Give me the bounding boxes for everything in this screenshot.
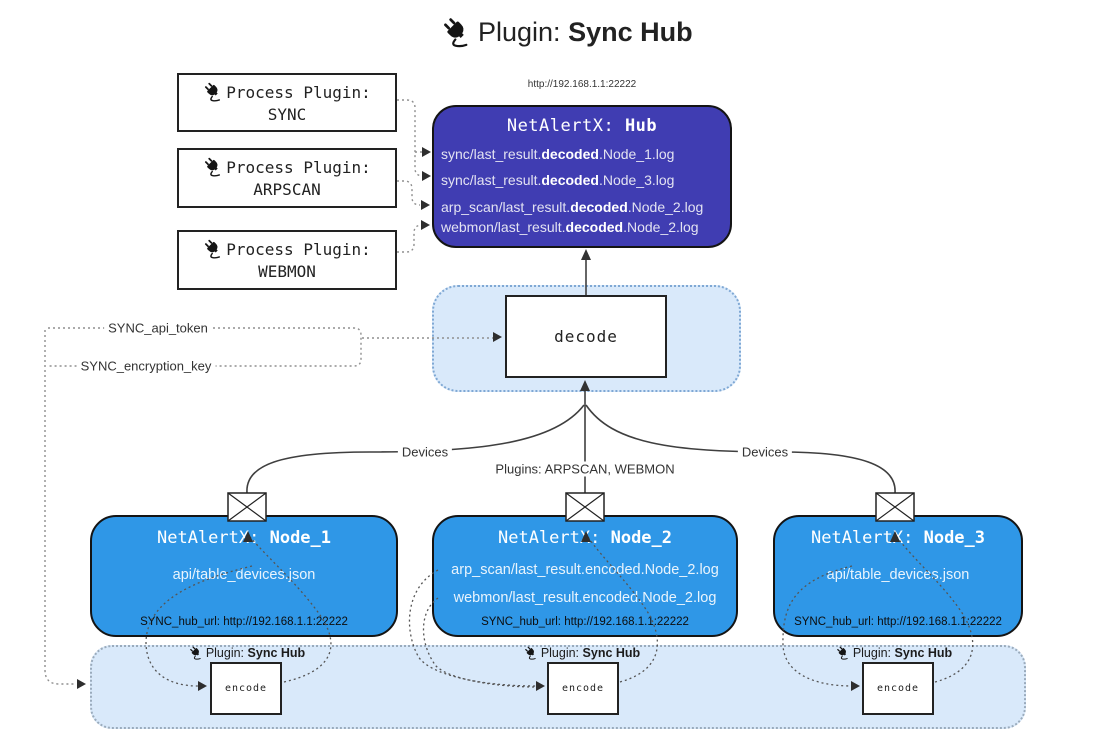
process-plugin-label: Process Plugin: — [226, 157, 371, 177]
hub-box: NetAlertX: Hub sync/last_result.decoded.… — [432, 105, 732, 248]
node-3-box: NetAlertX: Node_3 api/table_devices.json… — [773, 515, 1023, 637]
hub-log-line: sync/last_result.decoded.Node_3.log — [441, 172, 675, 188]
process-plugin-sync: Process Plugin: SYNC — [177, 73, 397, 132]
hub-log-line: arp_scan/last_result.decoded.Node_2.log — [441, 199, 704, 215]
node-file: arp_scan/last_result.encoded.Node_2.log — [451, 562, 719, 578]
node-hub-url: SYNC_hub_url: http://192.168.1.1:22222 — [140, 616, 348, 628]
encode-box-3: encode — [862, 662, 934, 715]
page-title: Plugin: Sync Hub — [441, 17, 693, 48]
hub-log-line: sync/last_result.decoded.Node_1.log — [441, 146, 675, 162]
hub-log-line: webmon/last_result.decoded.Node_2.log — [441, 219, 699, 235]
plugins-label: Plugins: ARPSCAN, WEBMON — [491, 461, 679, 477]
decode-box: decode — [505, 295, 667, 378]
process-plugin-name: SYNC — [267, 105, 307, 124]
node-hub-url: SYNC_hub_url: http://192.168.1.1:22222 — [794, 616, 1002, 628]
node-file: api/table_devices.json — [172, 567, 316, 583]
plug-icon — [524, 646, 538, 660]
title-name: Sync Hub — [568, 17, 693, 47]
process-plugin-label: Process Plugin: — [226, 239, 371, 259]
node-title: NetAlertX: Node_3 — [810, 528, 986, 548]
encode-plugin-label-2: Plugin: Sync Hub — [524, 646, 640, 660]
process-plugin-name: ARPSCAN — [253, 180, 321, 199]
sync-api-token-label: SYNC_api_token — [104, 320, 212, 336]
process-plugin-name: WEBMON — [258, 262, 316, 281]
process-plugin-label: Process Plugin: — [226, 82, 371, 102]
node-file: webmon/last_result.encoded.Node_2.log — [453, 590, 717, 606]
plug-icon — [203, 239, 223, 259]
devices-label-right: Devices — [737, 444, 793, 460]
node-1-box: NetAlertX: Node_1 api/table_devices.json… — [90, 515, 398, 637]
title-prefix: Plugin: — [478, 17, 561, 47]
plug-icon — [836, 646, 850, 660]
process-plugin-arpscan: Process Plugin: ARPSCAN — [177, 148, 397, 208]
node-file: api/table_devices.json — [826, 567, 970, 583]
plug-icon — [189, 646, 203, 660]
node-title: NetAlertX: Node_1 — [156, 528, 332, 548]
devices-label-left: Devices — [397, 444, 453, 460]
node-2-box: NetAlertX: Node_2 arp_scan/last_result.e… — [432, 515, 738, 637]
hub-title: NetAlertX: Hub — [506, 116, 658, 136]
process-plugin-webmon: Process Plugin: WEBMON — [177, 230, 397, 290]
plug-icon — [203, 82, 223, 102]
sync-encryption-key-label: SYNC_encryption_key — [76, 358, 216, 374]
node-title: NetAlertX: Node_2 — [497, 528, 673, 548]
encode-box-2: encode — [547, 662, 619, 715]
encode-plugin-label-1: Plugin: Sync Hub — [189, 646, 305, 660]
encode-box-1: encode — [210, 662, 282, 715]
node-hub-url: SYNC_hub_url: http://192.168.1.1:22222 — [481, 616, 689, 628]
plug-icon — [203, 157, 223, 177]
plug-icon — [441, 17, 472, 48]
hub-url-label: http://192.168.1.1:22222 — [527, 79, 637, 90]
encode-plugin-label-3: Plugin: Sync Hub — [836, 646, 952, 660]
